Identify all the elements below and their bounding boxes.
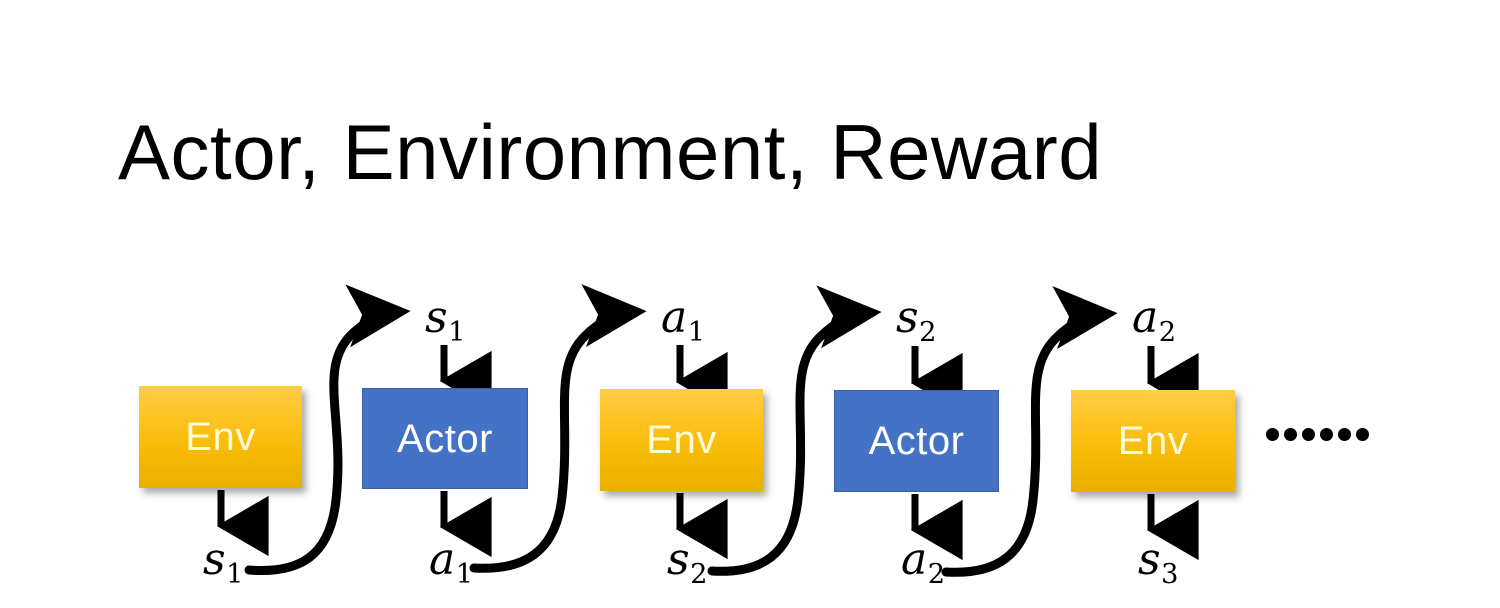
label-top-s1: s1 <box>425 296 465 346</box>
label-subscript: 2 <box>1158 316 1177 348</box>
label-subscript: 2 <box>927 558 946 590</box>
ellipsis-dot <box>1338 428 1351 441</box>
curve-s1-to-actor1-input <box>244 284 411 576</box>
ellipsis-dot <box>1320 428 1333 441</box>
label-bottom-a1: a1 <box>429 538 473 588</box>
label-base: a <box>429 534 456 585</box>
label-bottom-a2: a2 <box>901 538 945 588</box>
node-env-2[interactable]: Env <box>600 389 763 491</box>
label-subscript: 1 <box>687 316 706 348</box>
node-label: Env <box>185 415 256 459</box>
label-subscript: 1 <box>448 316 466 348</box>
ellipsis-continuation <box>1266 428 1369 441</box>
label-top-s2: s2 <box>896 296 936 346</box>
node-label: Env <box>646 418 717 462</box>
label-base: a <box>901 534 928 585</box>
page-title: Actor, Environment, Reward <box>118 108 1103 196</box>
node-actor-1[interactable]: Actor <box>362 388 528 489</box>
label-bottom-s2: s2 <box>667 538 707 588</box>
label-base: a <box>661 292 688 343</box>
ellipsis-dot <box>1302 428 1315 441</box>
label-subscript: 2 <box>690 558 708 590</box>
label-subscript: 1 <box>226 558 244 590</box>
ellipsis-dot <box>1284 428 1297 441</box>
node-label: Actor <box>868 419 965 463</box>
label-subscript: 2 <box>919 316 937 348</box>
curved-feedback-arrows <box>244 284 1118 577</box>
label-base: s <box>896 292 919 343</box>
node-actor-2[interactable]: Actor <box>834 390 999 492</box>
label-base: s <box>425 292 448 343</box>
label-bottom-s3: s3 <box>1138 538 1178 588</box>
ellipsis-dot <box>1266 428 1279 441</box>
down-arrows-into-boxes <box>439 345 1199 414</box>
label-top-a2: a2 <box>1132 296 1176 346</box>
node-env-3[interactable]: Env <box>1071 390 1235 492</box>
curve-a1-to-env2-input <box>469 284 647 573</box>
node-label: Actor <box>397 416 493 461</box>
label-top-a1: a1 <box>661 296 705 346</box>
label-subscript: 3 <box>1161 558 1179 590</box>
label-base: s <box>1138 534 1161 585</box>
label-base: a <box>1132 292 1159 343</box>
curve-a2-to-env3-input <box>941 286 1118 577</box>
ellipsis-dot <box>1356 428 1369 441</box>
curve-s2-to-actor2-input <box>707 285 882 576</box>
label-base: s <box>667 534 690 585</box>
node-env-1[interactable]: Env <box>139 386 302 488</box>
label-bottom-s1: s1 <box>203 538 243 588</box>
label-subscript: 1 <box>455 558 474 590</box>
label-base: s <box>203 534 226 585</box>
down-arrows-out-of-boxes <box>216 490 1199 561</box>
node-label: Env <box>1117 419 1189 463</box>
